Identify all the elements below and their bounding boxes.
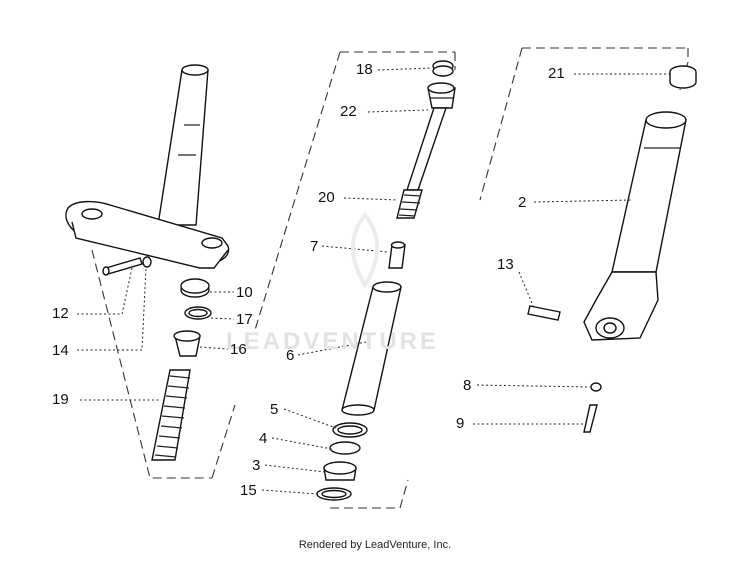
- steering-stem: [157, 69, 209, 226]
- callout-3: 3: [252, 457, 261, 474]
- callout-21: 21: [548, 65, 565, 82]
- callout-10: 10: [236, 284, 253, 301]
- callout-8: 8: [463, 377, 472, 394]
- callout-5: 5: [270, 401, 279, 418]
- frame-middle: [254, 51, 456, 509]
- small-spring: [396, 189, 423, 219]
- axle-bolt: [527, 305, 561, 321]
- clamp-bolt: [105, 257, 143, 275]
- callout-14: 14: [52, 342, 69, 359]
- damper-rod: [406, 107, 447, 191]
- callout-7: 7: [310, 238, 319, 255]
- callout-22: 22: [340, 103, 357, 120]
- spring: [151, 369, 191, 461]
- callout-19: 19: [52, 391, 69, 408]
- clamp-washer: [142, 256, 152, 268]
- clamp-hole-left: [81, 208, 103, 220]
- callout-13: 13: [497, 256, 514, 273]
- small-nut: [590, 382, 602, 392]
- stem-top: [181, 64, 209, 76]
- callout-17: 17: [236, 311, 253, 328]
- fork-internals-group: [316, 60, 456, 501]
- outer-fork-leg: [611, 119, 687, 273]
- callout-16: 16: [230, 341, 247, 358]
- callout-4: 4: [259, 430, 268, 447]
- steering-stem-group: [65, 64, 230, 461]
- callout-15: 15: [240, 482, 257, 499]
- callout-2: 2: [518, 194, 527, 211]
- group-frames: [91, 47, 689, 509]
- clamp-hole-right: [201, 237, 223, 249]
- footer-credit: Rendered by LeadVenture, Inc.: [298, 539, 452, 551]
- callout-18: 18: [356, 61, 373, 78]
- callout-6: 6: [286, 347, 295, 364]
- callout-20: 20: [318, 189, 335, 206]
- screw: [583, 404, 598, 433]
- callout-12: 12: [52, 305, 69, 322]
- watermark-logo-icon: [350, 211, 380, 289]
- callout-9: 9: [456, 415, 465, 432]
- fork-leg-group: [527, 65, 697, 433]
- frame-right: [479, 47, 689, 201]
- frame-left: [91, 249, 236, 479]
- watermark-text: LEADVENTURE: [226, 328, 440, 355]
- washer: [329, 441, 361, 455]
